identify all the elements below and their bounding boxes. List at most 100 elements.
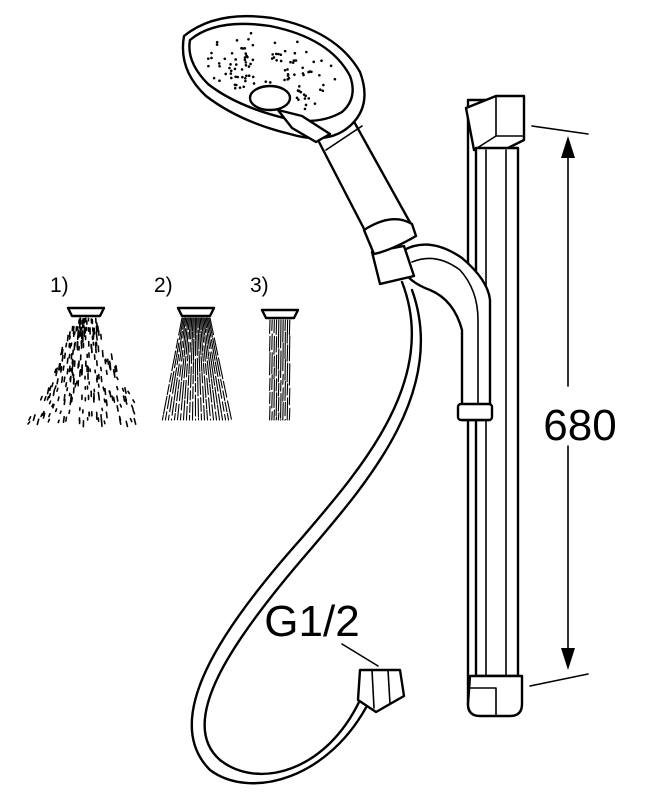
spray-streak	[172, 381, 175, 394]
spray-streak	[56, 387, 59, 392]
nozzle-dot	[251, 43, 255, 47]
nozzle-dot	[283, 78, 286, 82]
spray-streak	[205, 334, 208, 345]
spray-streak	[48, 392, 52, 399]
spray-streak	[175, 338, 179, 349]
hose-connector-nut	[356, 668, 406, 714]
spray-streak	[130, 404, 134, 410]
spray-streak	[215, 375, 219, 392]
spray-streak	[181, 349, 184, 362]
spray-streak	[212, 369, 216, 386]
nozzle-dot	[279, 53, 283, 57]
nozzle-dot	[233, 67, 237, 71]
nozzle-dot	[215, 40, 219, 44]
nozzle-dot	[218, 79, 221, 83]
spray-streak	[212, 389, 216, 410]
nozzle-dot	[207, 64, 210, 68]
spray-streak	[114, 366, 117, 373]
spray-streak	[103, 420, 106, 425]
spray-streak	[179, 364, 182, 377]
spray-streak	[119, 403, 123, 408]
nozzle-dot	[233, 83, 237, 87]
spray-rain-pattern	[27, 317, 137, 428]
spray-streak	[174, 367, 178, 382]
spray-streak	[214, 411, 218, 421]
spray-streak	[176, 354, 180, 366]
spray-streak	[125, 420, 129, 428]
spray-streak	[173, 357, 177, 369]
spray-streak	[63, 352, 66, 359]
spray-streak	[32, 414, 36, 422]
spray-streak	[113, 370, 116, 379]
nozzle-dot	[229, 72, 233, 75]
nozzle-dot	[240, 46, 243, 50]
nozzle-dot	[224, 72, 227, 76]
nozzle-dot	[247, 74, 251, 77]
spray-streak	[178, 317, 183, 336]
spray-streak	[199, 372, 202, 395]
spray-streak	[203, 375, 207, 399]
nozzle-dot	[329, 64, 333, 68]
nozzle-dot	[223, 57, 227, 61]
nozzle-dot	[230, 52, 234, 55]
spray-streak	[209, 317, 215, 336]
nozzle-dot	[312, 60, 316, 64]
spray-streak	[57, 396, 60, 402]
center-nozzle	[248, 84, 292, 112]
spray-streak	[207, 317, 212, 338]
spray-streak	[121, 387, 125, 392]
spray-streak	[202, 331, 205, 343]
spray-streak	[185, 317, 189, 339]
spray-mode-3-nozzle-icon	[260, 308, 300, 320]
spray-streak	[187, 341, 190, 362]
spray-streak	[204, 317, 208, 329]
spray-face-nozzles	[206, 31, 337, 111]
spray-streak	[224, 413, 227, 421]
nozzle-dot	[297, 89, 301, 93]
nozzle-dot	[229, 69, 233, 73]
nozzle-dot	[244, 63, 248, 67]
spray-streak	[185, 317, 188, 327]
spray-streak	[171, 400, 175, 416]
spray-streak	[184, 379, 187, 400]
spray-streak	[164, 411, 168, 421]
spray-streak	[177, 363, 180, 376]
spray-streak	[179, 341, 183, 362]
nozzle-dot	[297, 85, 301, 88]
nozzle-dot	[218, 64, 221, 68]
spray-streak	[182, 317, 187, 339]
spray-streak	[66, 357, 69, 364]
spray-streak	[61, 348, 64, 355]
nozzle-dot	[246, 55, 249, 59]
nozzle-dot	[234, 58, 237, 61]
nozzle-dot	[277, 52, 280, 56]
spray-streak	[129, 417, 133, 423]
nozzle-dot	[287, 76, 291, 80]
spray-streak	[166, 394, 171, 409]
nozzle-dot	[333, 77, 337, 81]
nozzle-dot	[286, 68, 289, 71]
spray-streak	[115, 364, 118, 373]
spray-streak	[127, 390, 131, 395]
spray-streak	[66, 368, 69, 375]
spray-streak	[62, 415, 65, 424]
spray-streak	[60, 376, 64, 384]
spray-mode-3-label: 3)	[250, 274, 269, 297]
nozzle-dot	[230, 76, 233, 80]
nozzle-dot	[268, 81, 272, 84]
spray-streak	[188, 354, 191, 375]
spray-streak	[108, 360, 112, 367]
spray-streak	[206, 377, 209, 396]
spray-streak	[174, 402, 177, 413]
spray-streak	[173, 377, 178, 401]
spray-streak	[57, 362, 61, 371]
spray-streak	[106, 358, 110, 365]
spray-streak	[226, 400, 232, 420]
spray-streak	[124, 386, 127, 395]
spray-streak	[46, 395, 50, 401]
nozzle-dot	[270, 57, 274, 60]
spray-streak	[169, 372, 172, 383]
spray-streak	[28, 415, 32, 421]
spray-streak	[36, 418, 40, 426]
hand-shower-handle	[316, 116, 418, 256]
